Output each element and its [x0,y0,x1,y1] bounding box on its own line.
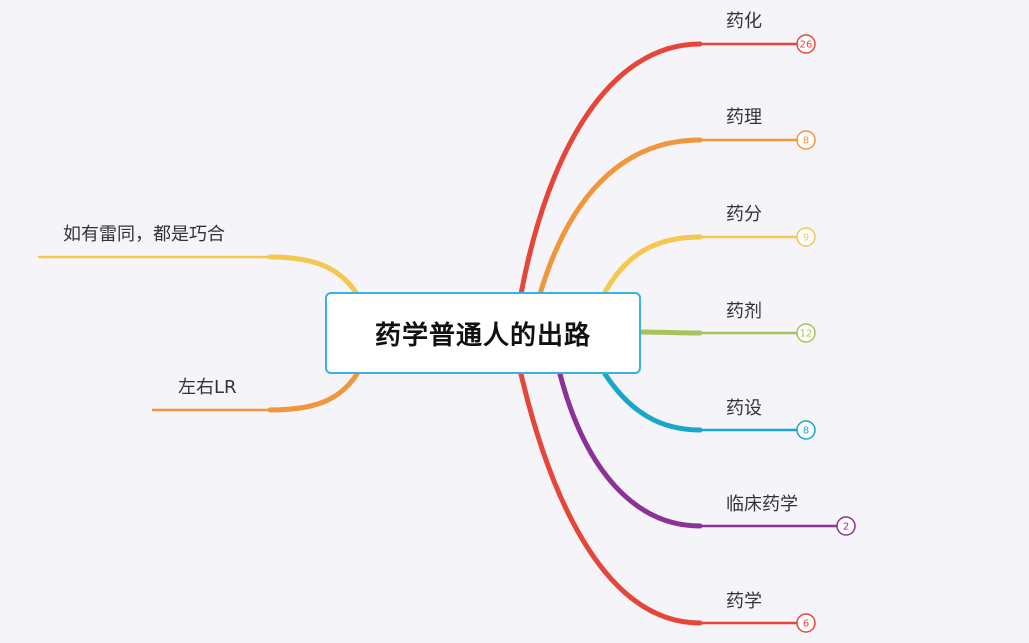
badge-count: 2 [843,522,849,533]
branch-connector [601,234,703,297]
root-topic[interactable]: 药学普通人的出路 [325,292,641,374]
branch-topic-label[interactable]: 药化 [726,11,762,32]
collapse-count-badge[interactable] [796,34,816,54]
branch-topic-label[interactable]: 药剂 [726,301,762,322]
branch-connector [637,329,703,336]
branch-topic-label[interactable]: 药分 [726,204,762,225]
branch-topic-label[interactable]: 药理 [726,107,762,128]
collapse-count-badge[interactable] [796,420,816,440]
connectors-layer [38,41,837,626]
branch-connector [602,371,703,433]
branch-connector [267,371,360,413]
branch-topic-label[interactable]: 药学 [726,591,762,612]
collapse-count-badge[interactable] [836,516,856,536]
root-topic-title: 药学普通人的出路 [374,320,591,351]
branch-topic-label[interactable]: 药设 [726,398,762,419]
badge-count: 9 [803,233,809,244]
collapse-count-badge[interactable] [796,323,816,343]
badge-count: 8 [803,426,809,437]
collapse-count-badge[interactable] [796,227,816,247]
branch-topic-label[interactable]: 左右LR [178,377,237,398]
badge-count: 12 [800,329,813,340]
badge-count: 8 [803,136,809,147]
branch-connector [518,41,703,297]
collapse-count-badge[interactable] [796,613,816,633]
branch-connector [267,254,360,297]
badge-count: 6 [803,619,809,630]
badge-count: 26 [800,40,813,51]
branch-topic-label[interactable]: 临床药学 [726,494,798,515]
branch-connector [557,371,703,529]
collapse-count-badge[interactable] [796,130,816,150]
branch-topic-label[interactable]: 如有雷同，都是巧合 [63,224,225,245]
branch-connector [518,371,703,626]
branch-connector [537,137,703,297]
